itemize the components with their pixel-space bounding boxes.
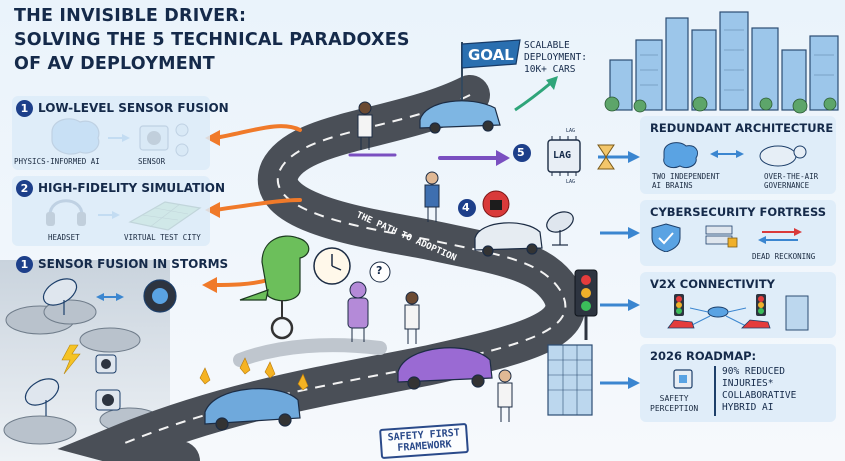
caption-ai-brains-line-1: TWO INDEPENDENT <box>652 172 720 181</box>
badge-4: 4 <box>462 201 470 214</box>
v2x-icons <box>667 294 809 331</box>
panel-simulation <box>12 176 210 246</box>
caption-ai-brains: TWO INDEPENDENT AI BRAINS <box>652 172 720 190</box>
title-line-1: THE INVISIBLE DRIVER: <box>14 6 247 26</box>
satellite-dish <box>546 211 574 246</box>
cyber-icons <box>651 223 802 252</box>
caption-virtual-city: VIRTUAL TEST CITY <box>124 233 201 242</box>
goal-caption-line-2: DEPLOYMENT: <box>524 52 587 63</box>
clock <box>313 247 351 285</box>
car-top <box>419 100 501 134</box>
roadmap-bullet-2-line-1: COLLABORATIVE <box>722 390 797 401</box>
heading-v2x: V2X CONNECTIVITY <box>650 277 776 291</box>
heading-redundant: REDUNDANT ARCHITECTURE <box>650 121 834 135</box>
radar-dish <box>42 278 78 315</box>
chip-icon <box>673 369 693 389</box>
caption-safety-line-2: PERCEPTION <box>650 404 699 413</box>
car-middle <box>474 222 543 257</box>
caption-ota-line-2: GOVERNANCE <box>764 181 810 190</box>
car-purple <box>397 347 493 390</box>
roadmap-bullet-2-line-2: HYBRID AI <box>722 402 774 413</box>
caption-sensor: SENSOR <box>138 157 166 166</box>
caption-ota-line-1: OVER-THE-AIR <box>764 172 819 181</box>
question-mark: ? <box>376 264 383 277</box>
caption-safety-perception: SAFETY PERCEPTION <box>650 394 698 414</box>
section-sensor-fusion: 1 LOW-LEVEL SENSOR FUSION <box>16 100 229 117</box>
redundant-icons <box>663 142 807 169</box>
office-building <box>547 344 593 416</box>
traffic-light <box>574 269 598 340</box>
goal-caption-line-3: 10K+ CARS <box>524 64 576 75</box>
engineer-top <box>357 101 373 150</box>
dinosaur-unicycle <box>239 235 310 340</box>
section-storms: 1 SENSOR FUSION IN STORMS <box>16 256 228 273</box>
roadmap-bullets: 90% REDUCED INJURIES* COLLABORATIVE HYBR… <box>722 366 796 414</box>
roadmap-bullet-1-line-1: 90% REDUCED <box>722 366 785 377</box>
section-title: LOW-LEVEL SENSOR FUSION <box>38 101 229 115</box>
section-simulation: 2 HIGH-FIDELITY SIMULATION <box>16 180 225 197</box>
panel-sensor-fusion <box>12 96 210 170</box>
safety-stamp: SAFETY FIRST FRAMEWORK <box>379 422 470 460</box>
engineer-right <box>404 291 420 344</box>
section-title: SENSOR FUSION IN STORMS <box>38 257 229 271</box>
goal-caption: SCALABLE DEPLOYMENT: 10K+ CARS <box>524 40 587 76</box>
goal-flag-label: GOAL <box>468 46 514 64</box>
caption-safety-line-1: SAFETY <box>659 394 689 403</box>
badge-5: 5 <box>517 146 525 159</box>
chip-label: LAG <box>553 150 572 161</box>
roadmap-divider <box>714 366 716 416</box>
goal-caption-line-1: SCALABLE <box>524 40 570 51</box>
title-line-3: OF AV DEPLOYMENT <box>14 54 215 74</box>
section-number-badge: 1 <box>16 100 33 117</box>
caption-ota: OVER-THE-AIR GOVERNANCE <box>764 172 818 190</box>
caption-physics-ai: PHYSICS-INFORMED AI <box>14 157 100 166</box>
city-skyline <box>609 11 839 111</box>
chip-bottom-label: LAG <box>566 179 576 185</box>
caption-ai-brains-line-2: AI BRAINS <box>652 181 693 190</box>
car-bottom <box>204 388 301 431</box>
roadmap-bullet-1-line-2: INJURIES* <box>722 378 774 389</box>
chip-top-label: LAG <box>566 128 576 134</box>
engineer-tablet <box>424 171 440 222</box>
panel-roadmap <box>640 344 836 422</box>
section-number-badge: 1 <box>16 256 33 273</box>
radar-dish-bottom <box>24 378 60 416</box>
section-number-badge: 2 <box>16 180 33 197</box>
title-line-2: SOLVING THE 5 TECHNICAL PARADOXES <box>14 30 410 50</box>
section-title: HIGH-FIDELITY SIMULATION <box>38 181 226 195</box>
heading-cyber: CYBERSECURITY FORTRESS <box>650 205 827 219</box>
caption-dead-reckoning: DEAD RECKONING <box>752 252 816 261</box>
heading-roadmap: 2026 ROADMAP: <box>650 349 757 363</box>
engineer-bottom <box>497 369 513 422</box>
caption-headset: HEADSET <box>48 233 80 242</box>
costume-person <box>347 281 369 342</box>
